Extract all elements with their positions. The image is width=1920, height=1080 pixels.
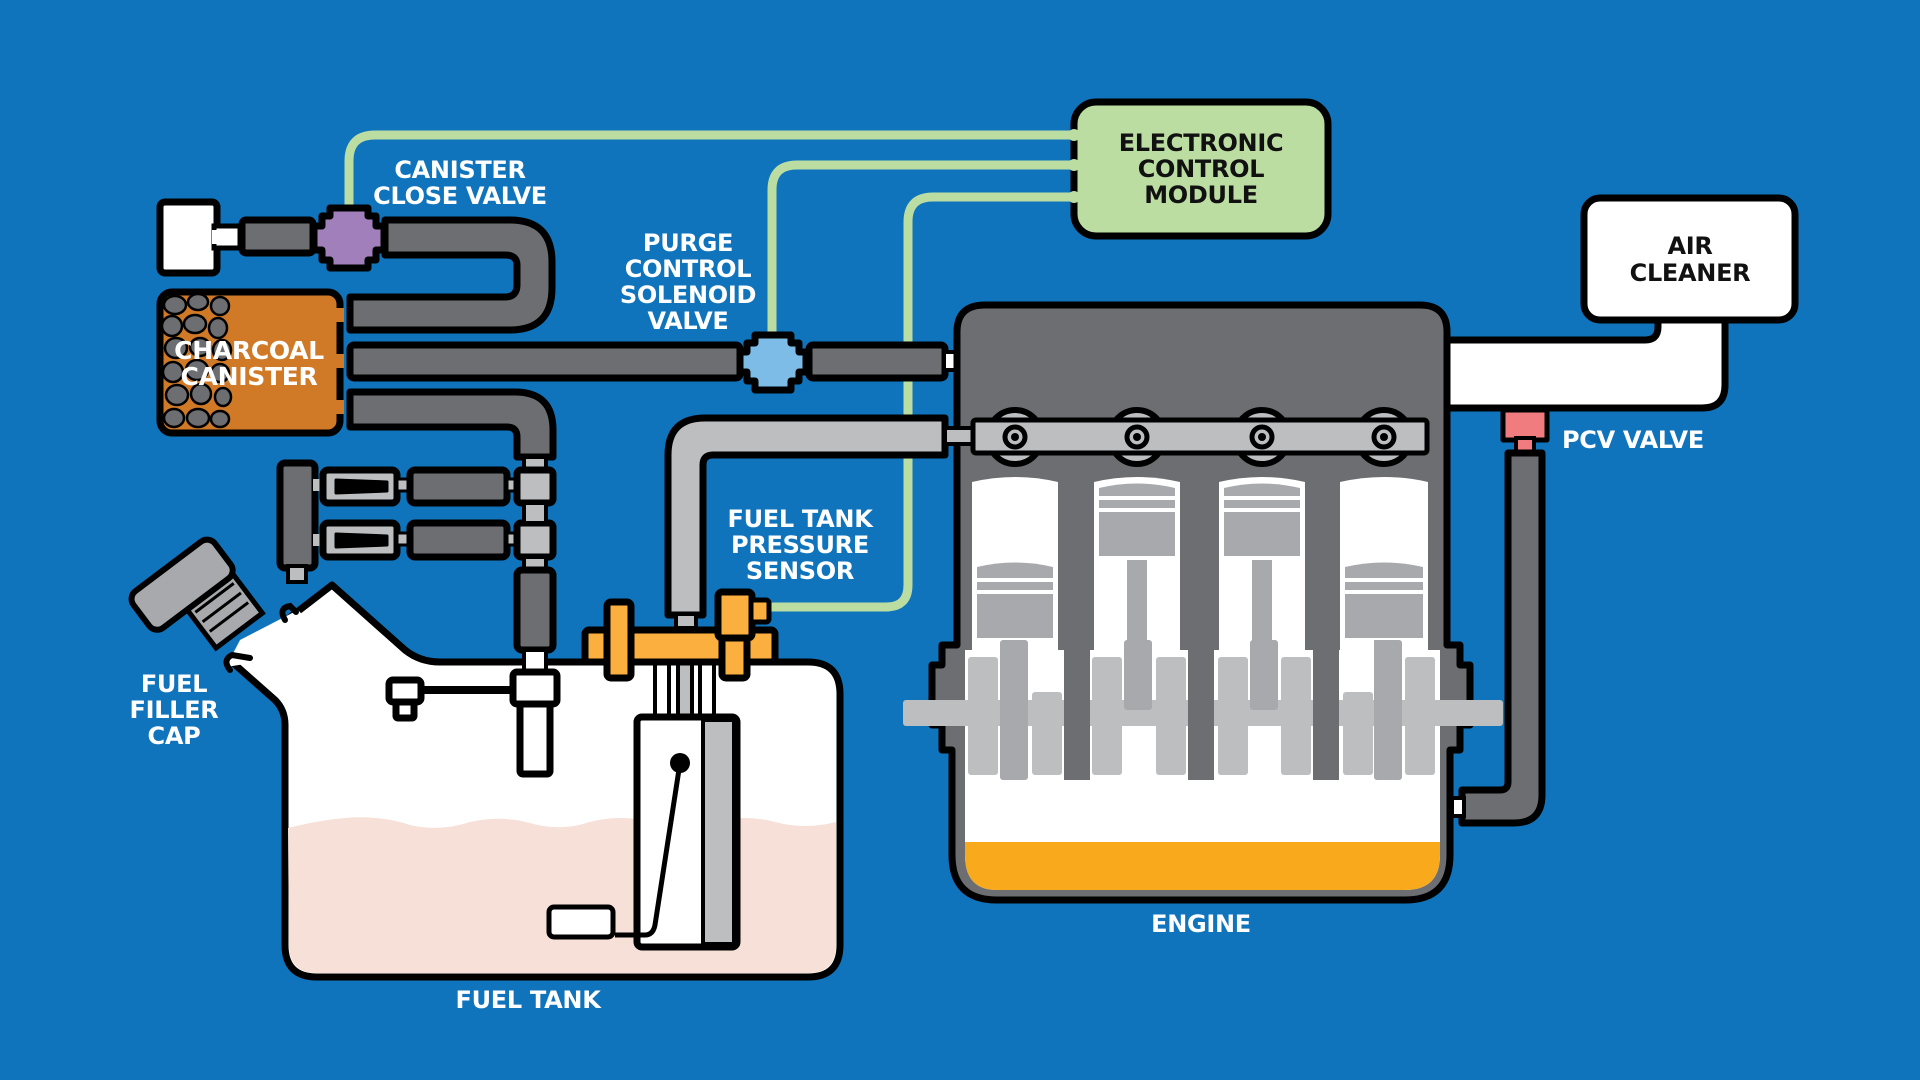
rollover-valve-assembly [276, 459, 557, 654]
fuel-pump-module [546, 658, 741, 951]
canister-close-valve-label-line-2: CLOSE VALVE [373, 182, 547, 210]
canister-u-tube [346, 216, 556, 334]
engine-label: ENGINE [1151, 910, 1251, 938]
check-valve-upper [313, 466, 557, 507]
engine-oil [965, 842, 1440, 890]
vent-tube [238, 216, 317, 257]
ecm-label-line-2: CONTROL [1138, 155, 1265, 183]
purge-tube-right [805, 341, 949, 382]
electronic-control-module: ELECTRONIC CONTROL MODULE [1068, 98, 1332, 240]
purge-valve-label-line-1: PURGE [643, 229, 733, 257]
purge-control-solenoid-valve [736, 331, 810, 394]
purge-tube-left [346, 341, 744, 382]
signal-wires [344, 130, 1079, 612]
wire-ecm-to-purge-valve [767, 160, 1079, 340]
charcoal-canister-label-line-2: CANISTER [181, 362, 318, 391]
cylinder-2 [1094, 477, 1180, 660]
fuel-level-float [546, 904, 616, 940]
ecm-label-line-3: MODULE [1144, 181, 1258, 209]
tank-vapor-valve [385, 648, 561, 778]
pressure-sensor-label-line-2: PRESSURE [731, 531, 869, 559]
pressure-sensor-label-line-3: SENSOR [746, 557, 854, 585]
pcv-hose [1458, 449, 1546, 827]
fuel-filler-cap-label-line-2: FILLER [130, 696, 219, 724]
ecm-label-line-1: ELECTRONIC [1119, 129, 1284, 157]
check-valve-lower [313, 519, 557, 561]
fuel-filler-cap: FUEL FILLER CAP [128, 536, 336, 750]
cylinder-3 [1219, 477, 1305, 660]
pcv-valve-label: PCV VALVE [1562, 426, 1704, 454]
wire-ecm-to-pressure-sensor [767, 192, 1079, 612]
engine: ENGINE [903, 301, 1503, 938]
air-cleaner-label-line-1: AIR [1667, 232, 1712, 260]
purge-valve-label-line-2: CONTROL [625, 255, 752, 283]
cylinder-4 [1340, 477, 1428, 660]
fuel-rail [943, 407, 1430, 467]
air-cleaner-label-line-2: CLEANER [1630, 259, 1751, 287]
crankshaft [903, 640, 1503, 780]
charcoal-pellets [160, 292, 233, 429]
purge-valve-label-line-3: SOLENOID [620, 281, 756, 309]
purge-valve-label-line-4: VALVE [648, 307, 729, 335]
pressure-sensor-label-line-1: FUEL TANK [728, 505, 875, 533]
cylinder-1 [972, 477, 1058, 660]
fuel-filler-cap-label-line-3: CAP [148, 722, 201, 750]
air-cleaner: AIR CLEANER [1580, 194, 1799, 324]
vent-filter [156, 198, 243, 277]
charcoal-canister-label-line-1: CHARCOAL [174, 336, 324, 365]
fuel-tank-pressure-sensor [714, 588, 772, 642]
wire-ecm-to-canister-close-valve [344, 130, 1079, 215]
fuel-tank-label: FUEL TANK [456, 986, 603, 1014]
canister-close-valve [310, 204, 388, 272]
canister-close-valve-label-line-1: CANISTER [394, 156, 525, 184]
fuel-filler-cap-label-line-1: FUEL [141, 670, 207, 698]
fuel-liquid [288, 817, 836, 973]
charcoal-canister: CHARCOAL CANISTER [156, 288, 344, 437]
